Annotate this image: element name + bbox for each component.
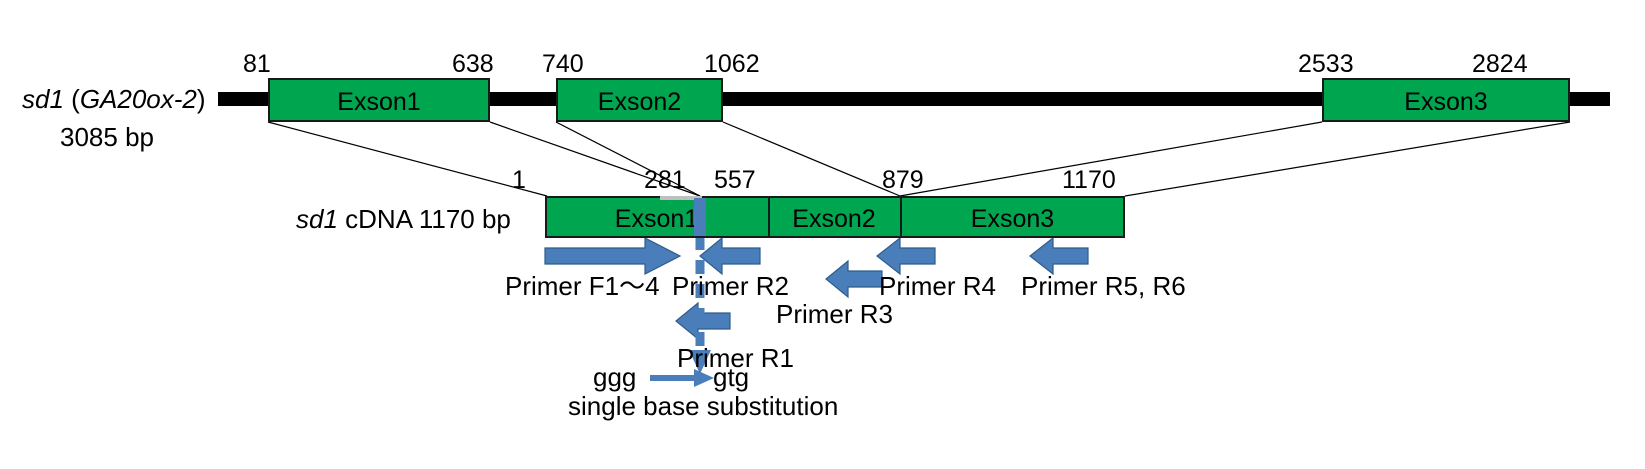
cdna-gene-name: sd1 [296,204,338,234]
genomic-length-label: 3085 bp [60,122,154,152]
mutation-to-base: gtg [713,362,750,392]
genomic-coord-exon2-end: 1062 [704,50,760,78]
genomic-exon-label-1: Exson1 [337,88,421,116]
genomic-gene-name: sd1 [22,84,64,114]
primer-label-r1: Primer R1 [677,343,795,373]
primer-arrow-f1-4 [544,237,682,275]
primer-label-r5-r6: Primer R5, R6 [1021,271,1186,301]
substitution-arrow [650,369,714,387]
cdna-bar [545,196,1125,238]
cdna-coord-1170: 1170 [1062,166,1116,194]
primer-label-f1-4: Primer F1～4 [505,271,660,301]
primer-arrow-r4 [876,236,936,276]
genomic-coord-exon3-start: 2533 [1298,50,1354,78]
primer-label-r2: Primer R2 [672,271,790,301]
mutation-caption: single base substitution [568,391,839,421]
primer-arrow-r5-r6 [1029,236,1089,276]
cdna-coord-281: 281 [644,166,686,194]
mutation-from-base: ggg [593,362,637,392]
genomic-exon-box-2 [556,78,723,122]
cdna-coord-tick-281 [660,196,702,200]
connector-lines [267,121,1571,197]
cdna-label-rest: cDNA 1170 bp [337,204,511,234]
genomic-exon-label-2: Exson2 [597,88,682,116]
cdna-coord-879: 879 [882,166,924,194]
primer-arrow-r2 [699,236,761,276]
primer-arrow-r3 [825,259,883,299]
genomic-gene-paren-open: ( [63,84,80,114]
cdna-exon-label-2: Exson2 [792,205,876,233]
cdna-label: sd1 cDNA 1170 bp [296,206,511,232]
cdna-divider-exon2-exon3 [900,196,902,238]
genomic-exon-label-3: Exson3 [1404,88,1488,116]
genomic-gene-paren-close: ) [196,84,206,114]
primer-label-r4: Primer R4 [879,271,997,301]
cdna-exon-label-1: Exson1 [614,205,699,233]
cdna-divider-exon1-exon2 [768,196,770,238]
genomic-exon-box-3 [1322,78,1570,122]
genomic-coord-exon3-end: 2824 [1472,50,1528,78]
genomic-coord-exon1-end: 638 [452,50,494,78]
mutation-site-marker [694,198,706,236]
cdna-exon-label-3: Exson3 [970,205,1055,233]
mutation-pointer-line [689,236,711,374]
genomic-coord-exon1-start: 81 [243,50,271,78]
primer-label-r3: Primer R3 [776,299,894,329]
cdna-coord-1: 1 [512,166,526,194]
genomic-coord-exon2-start: 740 [542,50,584,78]
cdna-coord-557: 557 [714,166,756,194]
genomic-gene-alias: GA20ox-2 [79,84,197,114]
genomic-exon-box-1 [268,78,490,122]
genomic-gene-label: sd1 (GA20ox-2) [22,86,206,112]
